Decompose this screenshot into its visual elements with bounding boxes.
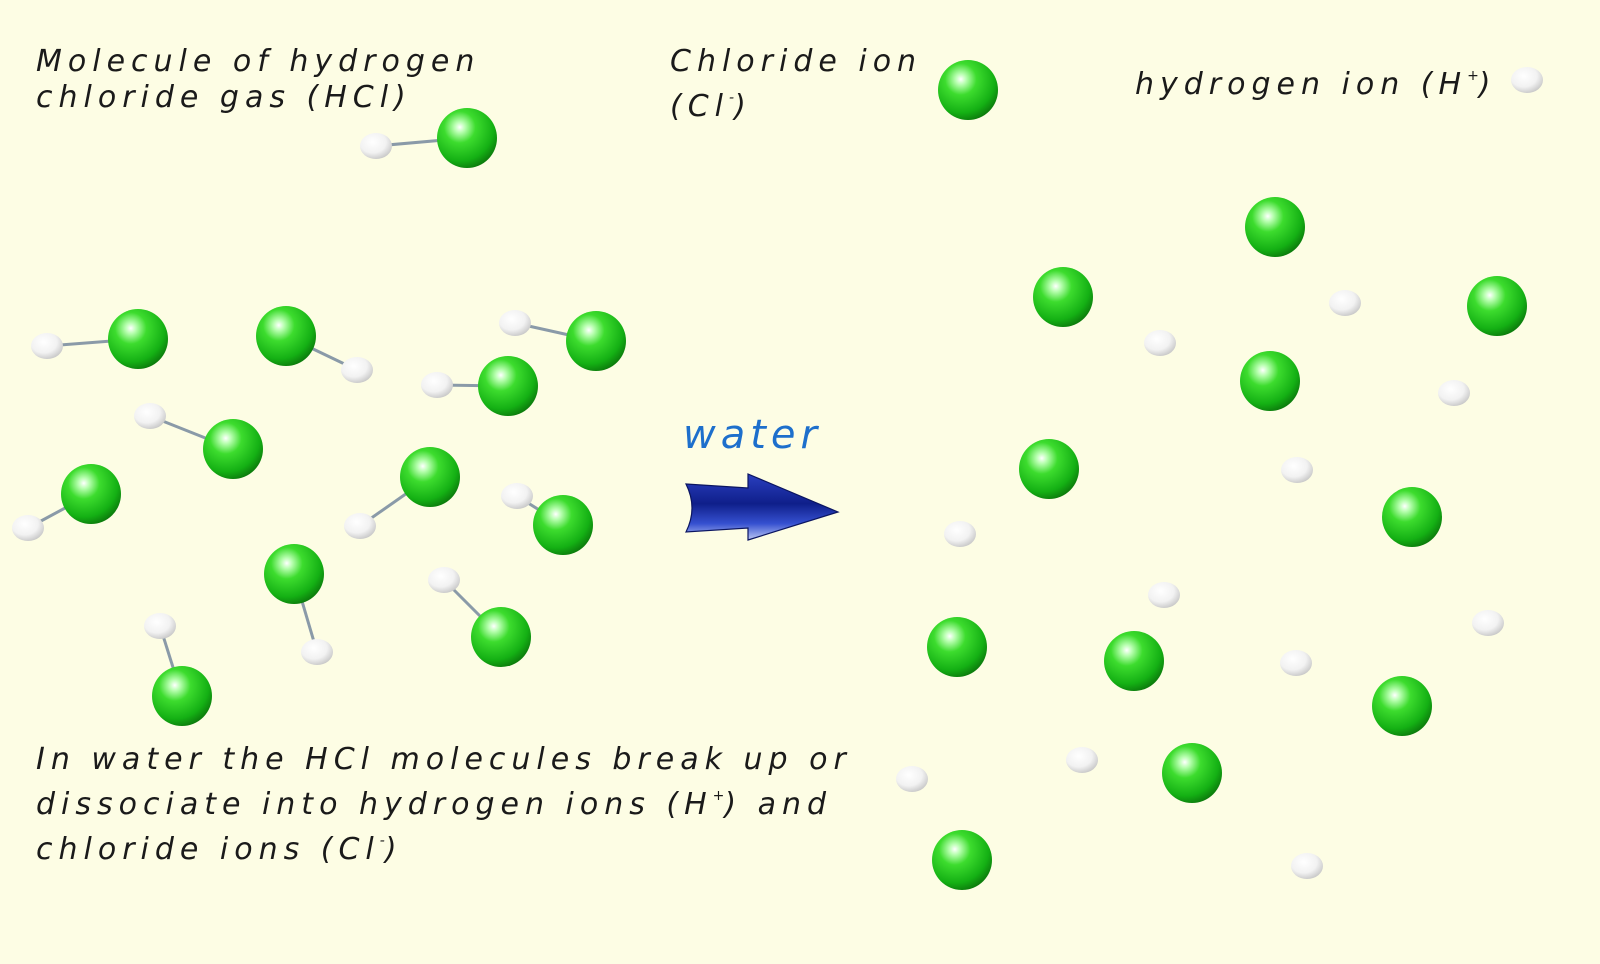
atom-group — [12, 60, 1543, 890]
hydrogen-ion-label: hydrogen ion (H+) — [1135, 67, 1497, 102]
hydrogen-ion — [1472, 610, 1504, 636]
hydrogen-atom — [301, 639, 333, 665]
hydrogen-ion — [1438, 380, 1470, 406]
chloride-ion — [1019, 439, 1079, 499]
chlorine-atom — [264, 544, 324, 604]
description-line2: dissociate into hydrogen ions (H+) and — [36, 787, 833, 822]
hydrogen-atom — [421, 372, 453, 398]
chlorine-atom — [566, 311, 626, 371]
chlorine-atom — [478, 356, 538, 416]
description-line3: chloride ions (Cl-) — [36, 832, 403, 867]
chlorine-atom — [61, 464, 121, 524]
chlorine-atom — [471, 607, 531, 667]
chloride-label-line1: Chloride ion — [670, 44, 923, 79]
hydrogen-ion — [1280, 650, 1312, 676]
chlorine-atom — [256, 306, 316, 366]
water-label: water — [683, 412, 822, 458]
dissociation-description: In water the HCl molecules break up or d… — [36, 742, 852, 868]
chloride-ion — [1104, 631, 1164, 691]
hydrogen-ion — [1144, 330, 1176, 356]
chloride-ion — [1245, 197, 1305, 257]
chloride-ion — [1467, 276, 1527, 336]
hydrogen-ion — [1066, 747, 1098, 773]
hydrogen-atom — [341, 357, 373, 383]
chlorine-atom — [152, 666, 212, 726]
chloride-ion — [1382, 487, 1442, 547]
key-chloride-ion — [938, 60, 998, 120]
hydrogen-atom — [428, 567, 460, 593]
chloride-ion — [927, 617, 987, 677]
chlorine-atom — [533, 495, 593, 555]
hcl-label-line1: Molecule of hydrogen — [36, 44, 481, 79]
description-line1: In water the HCl molecules break up or — [36, 742, 852, 777]
hydrogen-atom — [12, 515, 44, 541]
hydrogen-atom — [344, 513, 376, 539]
hcl-label-line2: chloride gas (HCl) — [36, 80, 412, 115]
hydrogen-ion — [1148, 582, 1180, 608]
hydrogen-ion — [1291, 853, 1323, 879]
hydrogen-ion — [1281, 457, 1313, 483]
chloride-ion — [1240, 351, 1300, 411]
chlorine-atom — [203, 419, 263, 479]
key-hydrogen-ion — [1511, 67, 1543, 93]
hydrogen-ion — [944, 521, 976, 547]
reaction-arrow — [684, 473, 840, 541]
hydrogen-atom — [134, 403, 166, 429]
hydrogen-atom — [144, 613, 176, 639]
chloride-ion — [1162, 743, 1222, 803]
chloride-ion-label: Chloride ion (Cl-) — [670, 44, 922, 125]
key-chlorine-atom — [437, 108, 497, 168]
hydrogen-atom — [499, 310, 531, 336]
chloride-ion — [932, 830, 992, 890]
chloride-ion — [1372, 676, 1432, 736]
chloride-ion — [1033, 267, 1093, 327]
chlorine-atom — [400, 447, 460, 507]
hydrogen-ion — [1329, 290, 1361, 316]
hydrogen-atom — [31, 333, 63, 359]
chloride-label-line2: (Cl-) — [670, 89, 752, 124]
hydrogen-ion — [896, 766, 928, 792]
hydrogen-atom — [501, 483, 533, 509]
chlorine-atom — [108, 309, 168, 369]
hcl-molecule-label: Molecule of hydrogen chloride gas (HCl) — [36, 44, 480, 116]
key-hydrogen-atom — [360, 133, 392, 159]
